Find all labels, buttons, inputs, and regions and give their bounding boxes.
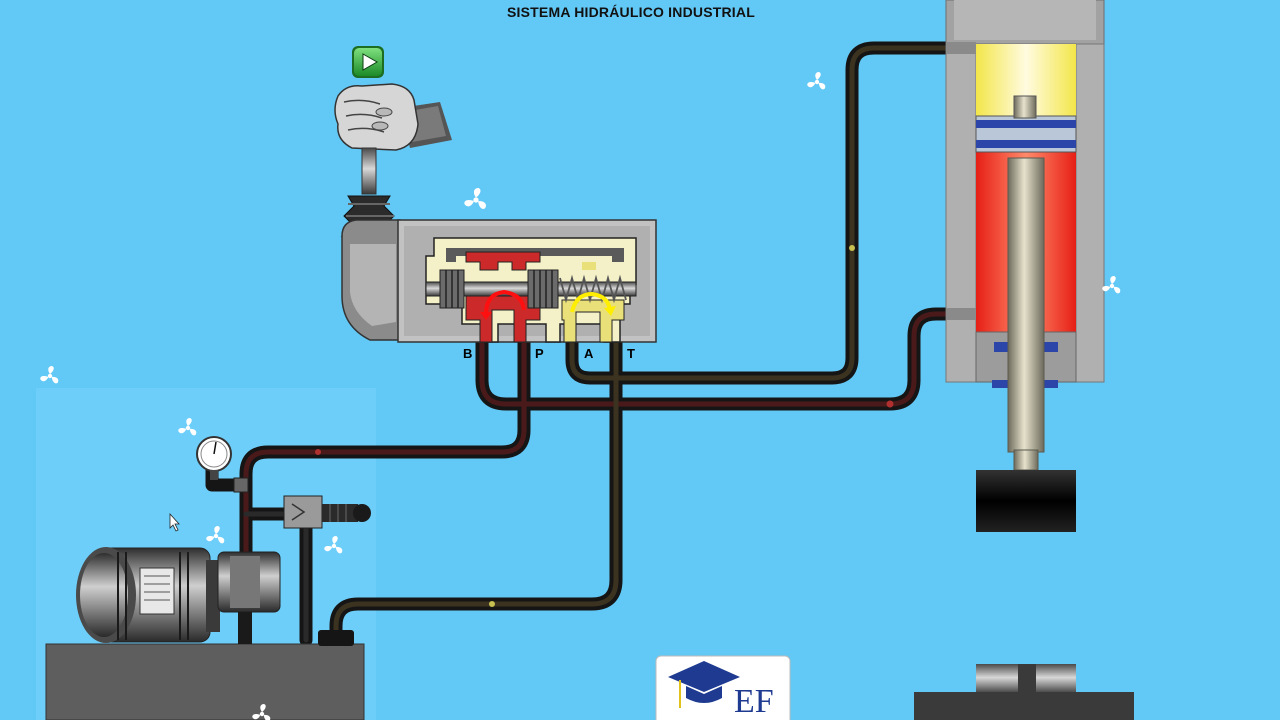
relief-valve <box>283 495 371 529</box>
hand-lever <box>334 83 452 237</box>
flow-dot <box>489 601 495 607</box>
fan-icon <box>463 188 488 210</box>
port-label-a: A <box>584 346 594 361</box>
directional-control-valve: B P A T <box>341 219 657 361</box>
hydraulic-cylinder <box>945 0 1105 532</box>
port-label-t: T <box>627 346 635 361</box>
flow-dot <box>315 449 321 455</box>
logo-text: EF <box>734 683 774 720</box>
fan-icon <box>806 72 827 91</box>
mouse-cursor-icon <box>169 512 180 532</box>
piston-rod <box>1007 157 1045 453</box>
diagram-title: SISTEMA HIDRÁULICO INDUSTRIAL <box>507 4 755 20</box>
pressure-flow-arrow <box>484 289 526 315</box>
play-button[interactable] <box>352 46 384 78</box>
flow-dot <box>849 245 855 251</box>
fan-icon <box>39 366 60 385</box>
port-label-b: B <box>463 346 472 361</box>
play-icon <box>362 53 379 71</box>
port-label-p: P <box>535 346 544 361</box>
flow-dot <box>886 400 894 408</box>
return-flow-arrow <box>570 291 612 313</box>
hydraulic-pump <box>217 551 281 644</box>
ef-logo: EF <box>655 655 791 720</box>
oil-tank <box>45 643 365 720</box>
power-unit <box>45 436 371 720</box>
press-pad <box>976 470 1076 532</box>
press-base <box>914 664 1134 720</box>
electric-motor <box>76 547 220 643</box>
pressure-gauge-icon <box>196 436 249 493</box>
graduation-cap-icon <box>668 661 740 708</box>
